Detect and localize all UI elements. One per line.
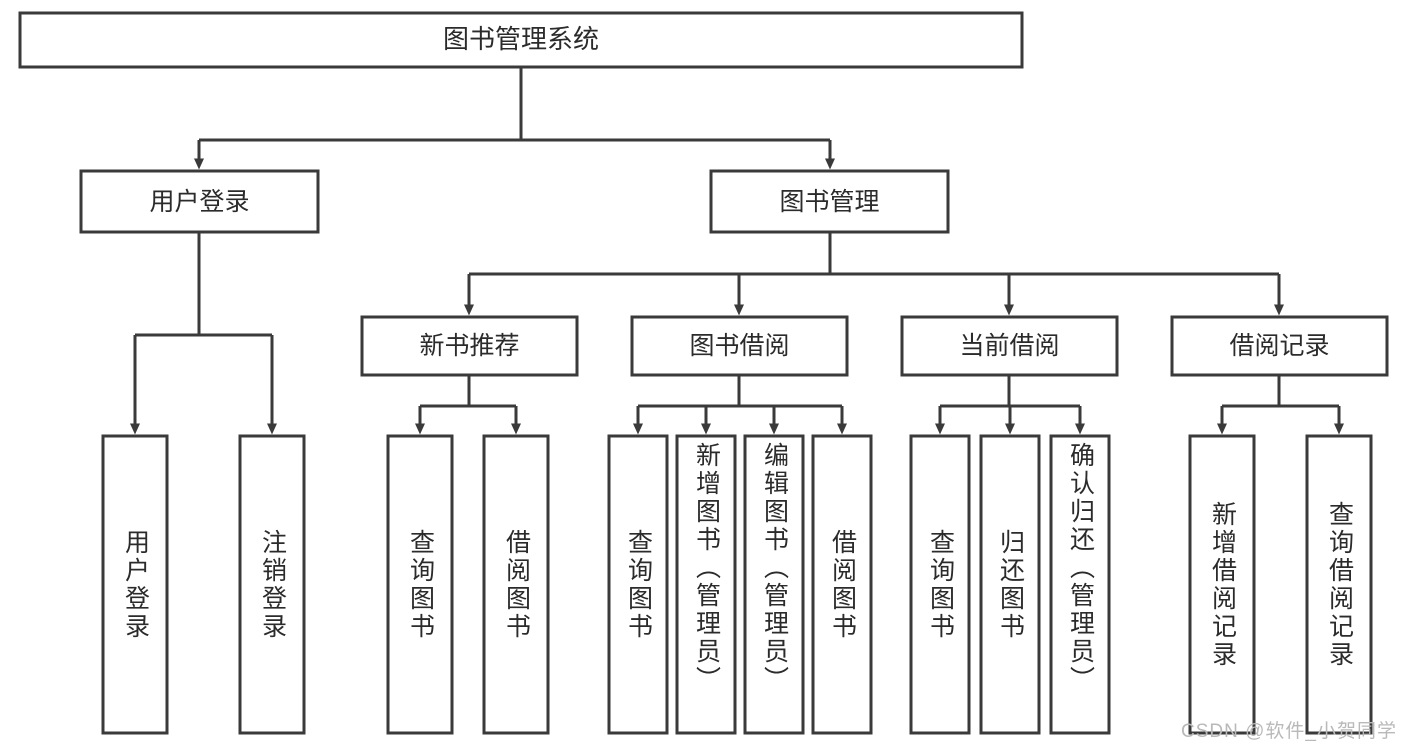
connector-user-login-to-leaves [130,232,277,435]
leaf-box-borrow-record-0[interactable] [1188,434,1256,735]
node-box-book-manage[interactable] [709,169,950,234]
leaf-box-book-borrow-0[interactable] [607,434,669,735]
connector-book-borrow-to-leaves [633,375,847,435]
connector-new-book-to-leaves [415,375,521,435]
leaf-box-new-book-1[interactable] [482,434,550,735]
leaf-box-current-borrow-0[interactable] [909,434,971,735]
leaf-box-new-book-0[interactable] [386,434,454,735]
connector-current-borrow-to-leaves [935,375,1085,435]
leaf-box-borrow-record-1[interactable] [1305,434,1373,735]
leaf-box-book-borrow-3[interactable] [811,434,873,735]
node-box-user-login[interactable] [79,169,320,234]
connector-borrow-record-to-leaves [1217,375,1344,435]
leaf-box-book-borrow-1[interactable] [675,434,737,735]
node-box-new-book-recommend[interactable] [360,315,579,377]
leaf-box-user-login-1[interactable] [238,434,306,735]
leaf-box-book-borrow-2[interactable] [743,434,805,735]
connector-book-manage-to-level3 [464,232,1284,316]
node-box-book-borrow[interactable] [630,315,849,377]
leaf-box-current-borrow-1[interactable] [979,434,1041,735]
node-box-borrow-record[interactable] [1170,315,1389,377]
node-box-current-borrow[interactable] [900,315,1119,377]
leaf-box-current-borrow-2[interactable] [1049,434,1111,735]
watermark-text: CSDN @软件_小贺同学 [1181,721,1397,742]
leaf-box-user-login-0[interactable] [101,434,169,735]
node-box-root[interactable] [18,11,1024,69]
connector-root-to-level2 [194,67,835,170]
